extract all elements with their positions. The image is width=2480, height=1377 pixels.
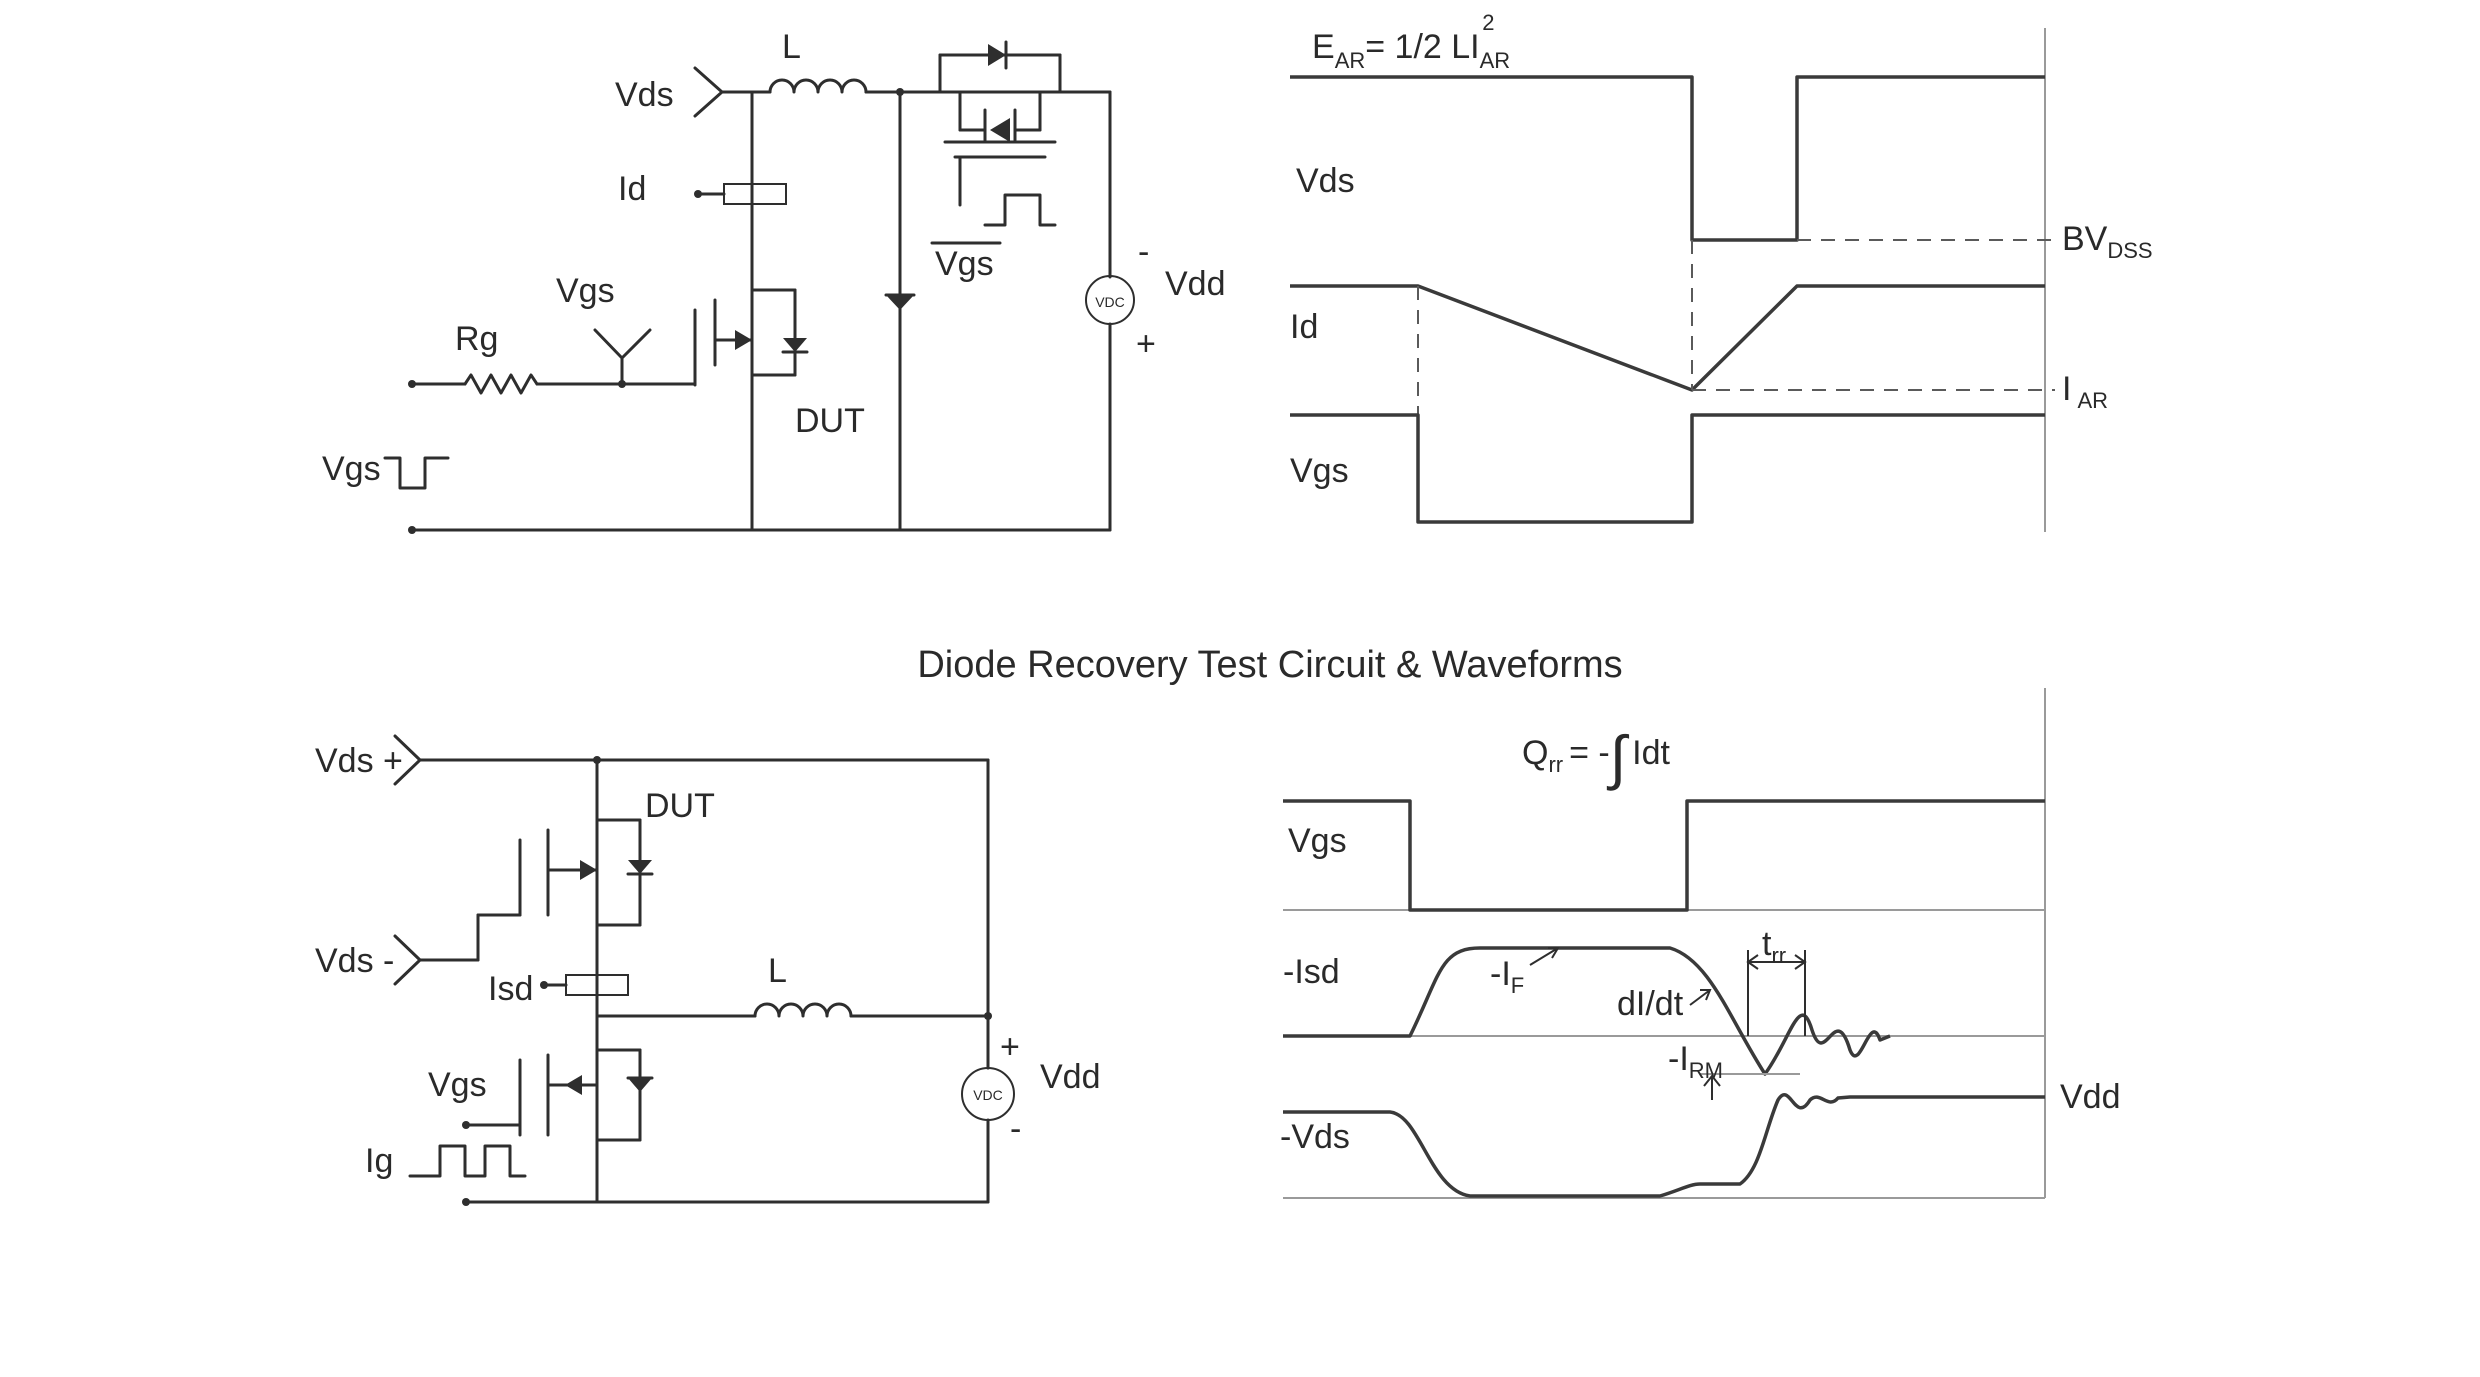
lower-diode-symbol [628, 1078, 652, 1092]
vdd-minus-label-bottom: - [1010, 1110, 1021, 1148]
recovery-waveforms: Qrr= -∫Idt Vgs -Isd -IF dI/dt -IRM trr -… [1280, 688, 2121, 1199]
vdc-label-bottom: VDC [973, 1087, 1003, 1103]
vds-recovery-waveform [1283, 1092, 2045, 1198]
id-waveform [1290, 284, 2045, 392]
vds-wave-label: Vds [1296, 162, 1355, 200]
inductor-label-bottom: L [768, 952, 787, 990]
freewheel-diode-symbol [886, 295, 914, 310]
inductor-label: L [782, 28, 801, 66]
vgs-wave-label: Vgs [1290, 452, 1349, 490]
vgs-waveform [1290, 413, 2045, 524]
didt-label: dI/dt [1617, 985, 1684, 1023]
vgs-probe-symbol [593, 328, 652, 360]
isd-label: Isd [488, 970, 533, 1008]
vds-terminal-symbol [693, 66, 724, 118]
top-mosfet-symbol [990, 118, 1010, 142]
vds-plus-label: Vds + [315, 742, 403, 780]
top-diode-symbol [988, 44, 1006, 66]
dut-label: DUT [795, 402, 865, 440]
ear-e-sub: AR [1335, 48, 1366, 73]
vgs-bar-pulse [983, 193, 1057, 227]
vdc-label: VDC [1095, 294, 1125, 310]
didt-arrow [1689, 989, 1712, 1006]
vdd-label: Vdd [1165, 265, 1226, 303]
ear-e: E [1312, 28, 1335, 66]
qrr-formula: Qrr= -∫Idt [1522, 724, 1671, 791]
ig-label: Ig [365, 1142, 393, 1180]
vds-label: Vds [615, 76, 674, 114]
dut-label-bottom: DUT [645, 787, 715, 825]
if-arrow [1529, 947, 1560, 966]
ear-formula: EAR= 1/2 LIAR2 [1312, 10, 1510, 73]
vdd-minus-label: - [1138, 233, 1149, 271]
bvdss-label: BVDSS [2062, 220, 2153, 263]
lower-mosfet-symbol [565, 1075, 582, 1095]
id-label: Id [618, 170, 646, 208]
ig-pulse-waveform [408, 1144, 527, 1178]
rg-label: Rg [455, 320, 498, 358]
recovery-test-circuit: Vds + DUT Vds - Isd L [315, 734, 1101, 1206]
irm-arrow [1703, 1074, 1721, 1100]
vgs-label: Vgs [556, 272, 615, 310]
trr-label: trr [1762, 925, 1786, 968]
current-probe-id [723, 183, 787, 205]
ear-i-sub: AR [1480, 48, 1511, 73]
vgs-bar-label: Vgs [935, 245, 994, 283]
vgs-pulse-waveform [383, 456, 450, 490]
trr-arrow [1746, 954, 1807, 970]
vgs-label-bottom: Vgs [428, 1066, 487, 1104]
ear-mid: = 1/2 LI [1365, 28, 1479, 66]
vdd-plus-label: + [1136, 325, 1156, 363]
vds-wave-label-bottom: -Vds [1280, 1118, 1350, 1156]
vds-minus-terminal [393, 934, 422, 986]
isd-wave-label: -Isd [1283, 953, 1340, 991]
vds-minus-label: Vds - [315, 942, 394, 980]
recovery-title: Diode Recovery Test Circuit & Waveforms [917, 644, 1622, 686]
dut-upper-diode-symbol [628, 860, 652, 874]
gate-resistor-symbol [463, 373, 539, 395]
vgs-pulse-label: Vgs [322, 450, 381, 488]
inductor-symbol [768, 78, 868, 94]
inductor-symbol-bottom [753, 1002, 853, 1018]
ear-i-sup: 2 [1482, 10, 1494, 35]
id-wave-label: Id [1290, 308, 1318, 346]
dut-upper-mosfet-symbol [580, 860, 597, 880]
avalanche-test-circuit: Vds L Vgs VDC - + Vdd [322, 28, 1226, 534]
irm-label: -IRM [1668, 1040, 1723, 1083]
dut-body-diode-symbol [783, 338, 807, 352]
if-label: -IF [1490, 955, 1524, 998]
vgs-recovery-waveform [1283, 799, 2045, 912]
vdd-wave-label: Vdd [2060, 1078, 2121, 1116]
current-probe-isd [565, 974, 629, 996]
vdd-label-bottom: Vdd [1040, 1058, 1101, 1096]
vdd-plus-label-bottom: + [1000, 1028, 1020, 1066]
isd-recovery-waveform [1283, 946, 1891, 1076]
vds-waveform [1290, 75, 2045, 242]
vgs-wave-label-bottom: Vgs [1288, 822, 1347, 860]
